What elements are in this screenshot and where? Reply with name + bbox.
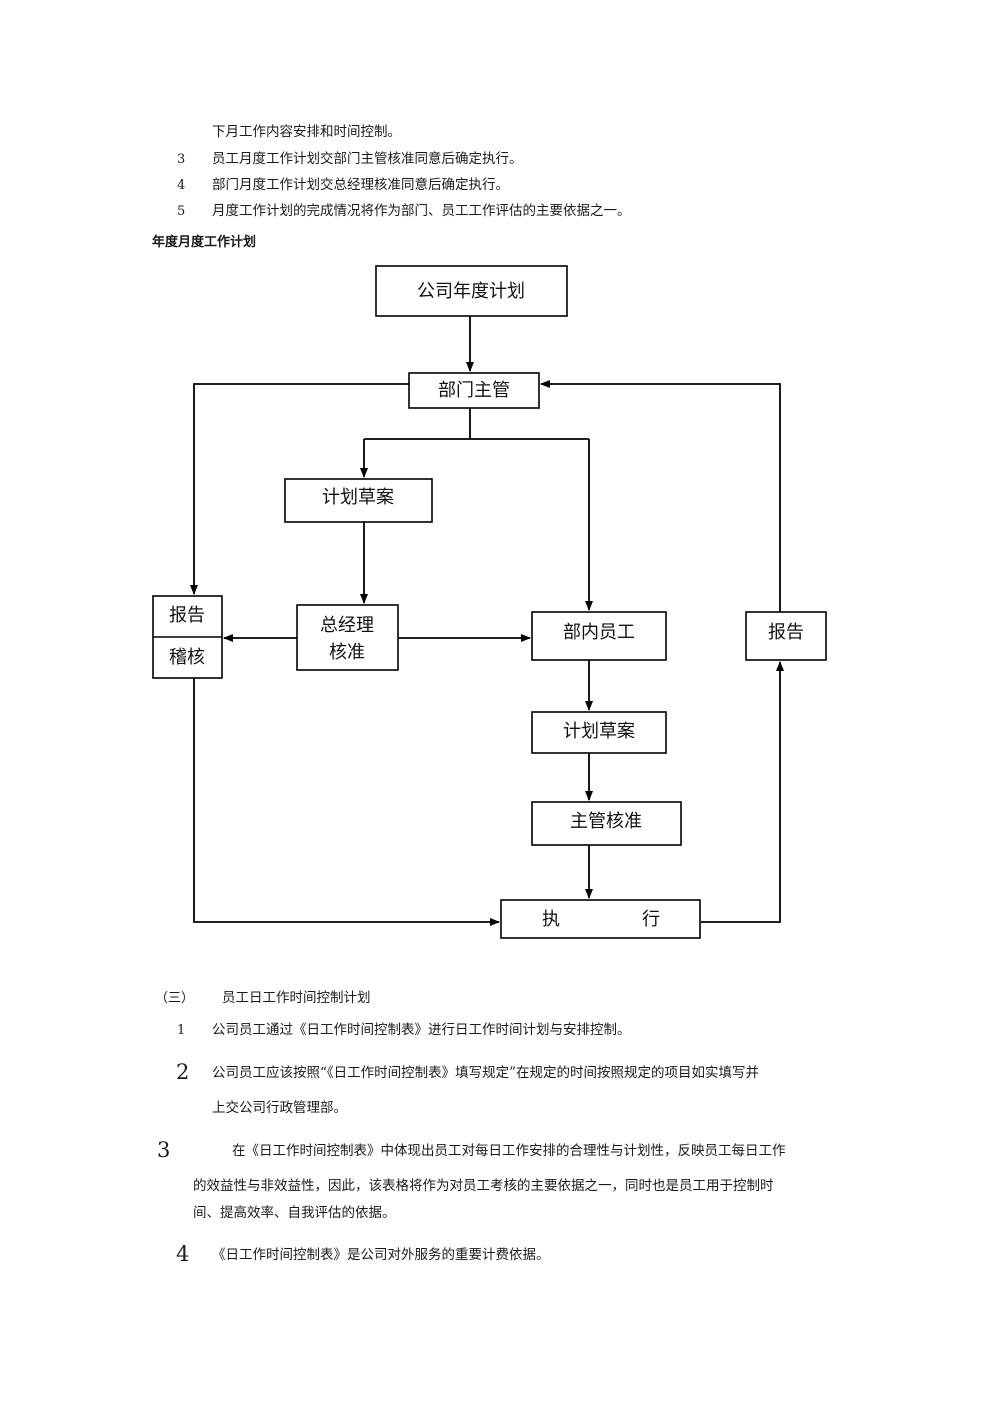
section-item-number-2: 2 — [176, 1060, 190, 1084]
node-dept-head — [408, 372, 540, 409]
list-item-5: 月度工作计划的完成情况将作为部门、员工工作评估的主要依据之一。 — [212, 203, 631, 219]
section-title: 员工日工作时间控制计划 — [222, 990, 371, 1006]
node-execute-label-1: 执 — [542, 909, 560, 930]
flow-connectors — [190, 316, 784, 926]
node-execute-label-2: 行 — [642, 909, 660, 930]
section-item-1-line-1: 公司员工通过《日工作时间控制表》进行日工作时间计划与安排控制。 — [212, 1022, 631, 1038]
node-company-plan-label: 公司年度计划 — [417, 281, 525, 302]
list-number-5: 5 — [177, 204, 186, 219]
node-gm-approve-label-2: 核准 — [329, 642, 365, 663]
section-item-3-line-2: 的效益性与非效益性，因此，该表格将作为对员工考核的主要依据之一，同时也是员工用于… — [193, 1178, 774, 1194]
node-plan-draft-1 — [284, 478, 433, 523]
list-item-3: 员工月度工作计划交部门主管核准同意后确定执行。 — [212, 151, 523, 167]
section-item-number-1: 1 — [177, 1023, 186, 1038]
section-item-number-3: 3 — [157, 1138, 171, 1162]
node-company-plan — [375, 265, 568, 317]
list-number-4: 4 — [177, 178, 186, 193]
section-item-3-line-1: 在《日工作时间控制表》中体现出员工对每日工作安排的合理性与计划性，反映员工每日工… — [232, 1143, 786, 1159]
section-item-4-line-1: 《日工作时间控制表》是公司对外服务的重要计费依据。 — [212, 1247, 550, 1263]
section-item-number-4: 4 — [176, 1242, 190, 1266]
node-execute — [500, 899, 701, 939]
node-head-approve-label: 主管核准 — [570, 811, 642, 832]
list-item-4: 部门月度工作计划交总经理核准同意后确定执行。 — [212, 177, 509, 193]
node-plan-draft-2-label: 计划草案 — [563, 721, 635, 742]
node-dept-staff — [531, 611, 667, 661]
node-gm-approve-label-1: 总经理 — [320, 615, 374, 636]
flowchart-heading: 年度月度工作计划 — [152, 235, 257, 250]
node-dept-staff-label: 部内员工 — [563, 622, 635, 643]
node-head-approve — [531, 801, 682, 846]
node-report-right-label: 报告 — [768, 622, 804, 643]
node-dept-head-label: 部门主管 — [438, 380, 510, 401]
section-number: （三） — [155, 991, 195, 1006]
node-report-left-label: 报告 — [169, 605, 205, 626]
node-plan-draft-2 — [531, 711, 667, 754]
section-item-3-line-3: 间、提高效率、自我评估的依据。 — [193, 1205, 396, 1221]
section-item-2-line-2: 上交公司行政管理部。 — [212, 1100, 347, 1116]
node-gm-approve — [296, 604, 399, 671]
list-continuation: 下月工作内容安排和时间控制。 — [212, 124, 401, 140]
node-plan-draft-1-label: 计划草案 — [322, 487, 394, 508]
node-audit-label: 稽核 — [169, 647, 205, 668]
section-item-2-line-1: 公司员工应该按照“《日工作时间控制表》填写规定”在规定的时间按照规定的项目如实填… — [212, 1065, 760, 1081]
node-report-right — [745, 611, 827, 661]
list-number-3: 3 — [177, 152, 186, 167]
